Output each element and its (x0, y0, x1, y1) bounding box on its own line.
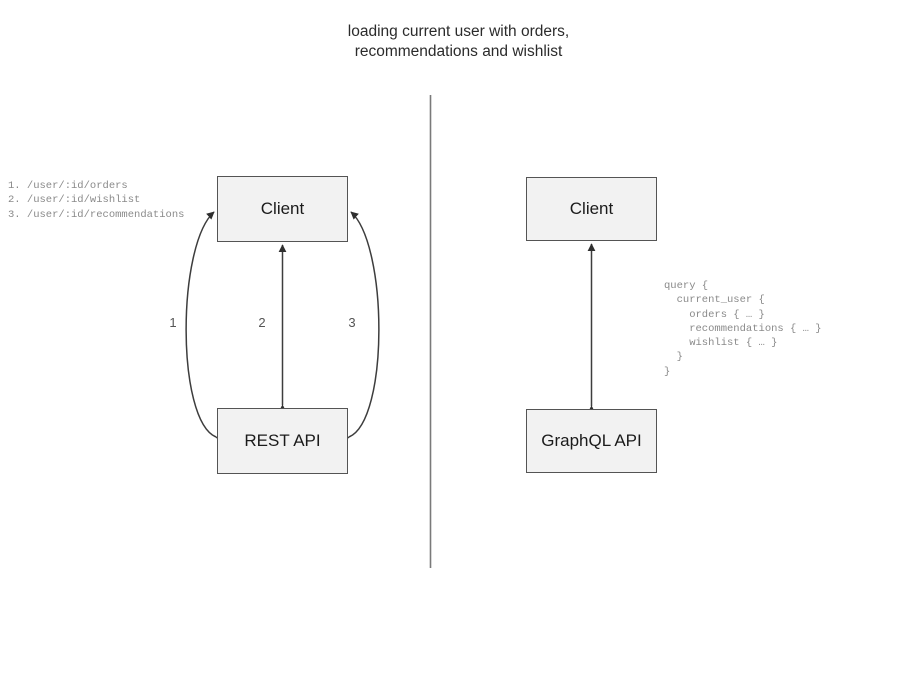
node-label: Client (260, 199, 305, 218)
node-label: REST API (244, 431, 321, 450)
node-client-graphql[interactable]: Client (526, 177, 657, 241)
node-client-rest[interactable]: Client (217, 176, 348, 242)
page-title: loading current user with orders, recomm… (347, 23, 570, 60)
edge-label-2: 2 (258, 315, 266, 330)
edge-label-3: 3 (348, 315, 356, 330)
edge-label-1: 1 (169, 315, 177, 330)
graphql-query-snippet: query { current_user { orders { … } reco… (664, 280, 822, 378)
arrow-3-recommendations (341, 211, 380, 444)
rest-endpoint-list: 1. /user/:id/orders 2. /user/:id/wishlis… (8, 180, 185, 221)
node-graphql-api[interactable]: GraphQL API (526, 409, 657, 473)
node-label: GraphQL API (541, 431, 642, 450)
node-rest-api[interactable]: REST API (217, 408, 348, 474)
node-label: Client (569, 199, 614, 218)
arrow-1-orders (185, 211, 224, 444)
